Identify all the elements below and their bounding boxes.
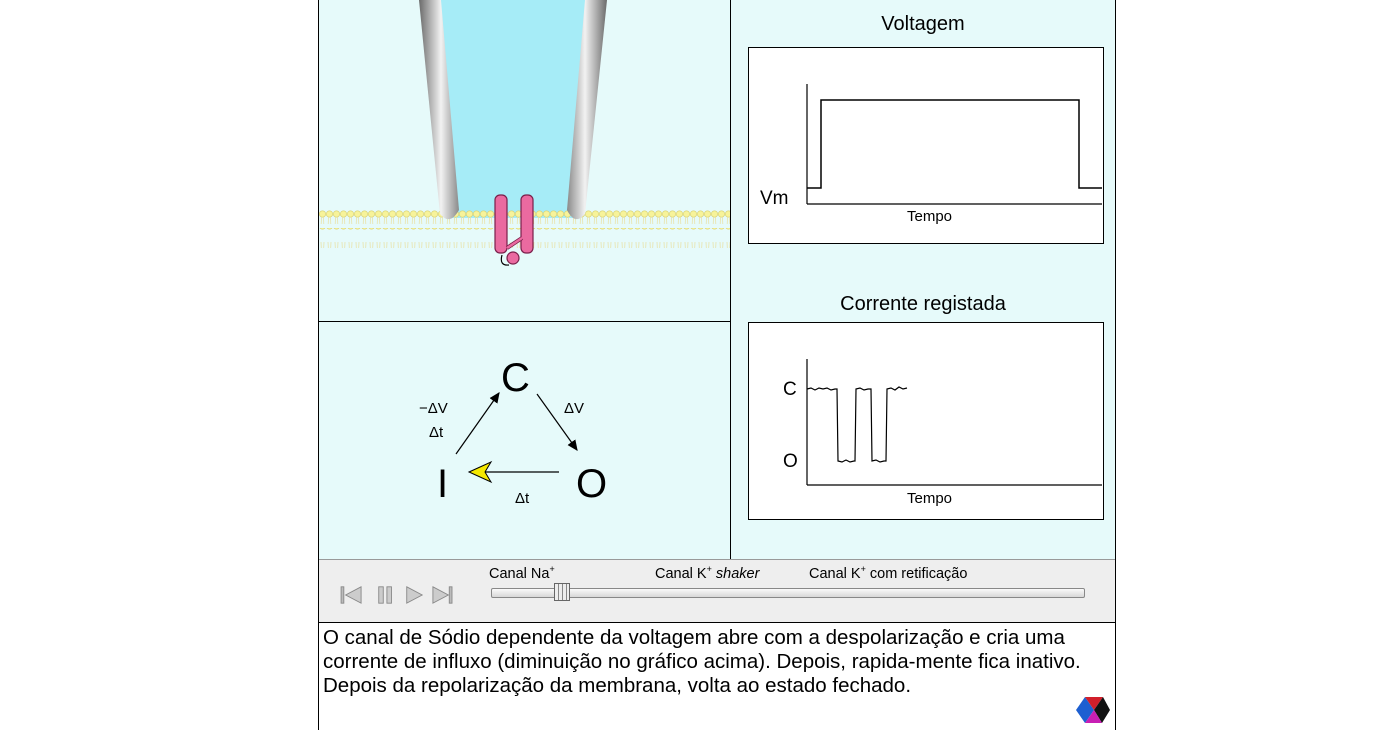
current-closed-label: C [783,379,797,400]
graphs-panel: Voltagem Vm Tempo Corrente registada C O… [731,0,1115,559]
playback-controls: Canal Na+ Canal K+ shaker Canal K+ com r… [319,559,1115,623]
play-icon[interactable] [403,585,425,605]
patch-clamp-illustration [319,0,730,266]
label-i-to-c-voltage: −ΔV [419,400,448,417]
pipette-wall-right [567,0,607,220]
voltage-y-label: Vm [760,188,789,209]
active-transition-arrowhead-icon [467,460,493,484]
caption-area: O canal de Sódio dependente da voltagem … [319,623,1115,730]
voltage-graph-title: Voltagem [881,13,965,35]
pipette-solution [431,0,595,218]
membrane-panel [319,0,731,322]
state-arrows [455,392,578,484]
current-graph-title: Corrente registada [840,293,1006,315]
skip-forward-icon[interactable] [429,585,455,605]
slider-label-rectifier[interactable]: Canal K+ com retificação [809,564,968,582]
label-c-to-o: ΔV [564,400,585,417]
caption-text: O canal de Sódio dependente da voltagem … [323,626,1081,697]
current-open-label: O [783,451,798,472]
pipette-wall-left [419,0,459,220]
state-inactive: I [437,462,449,506]
scenario-slider-track[interactable] [491,588,1085,598]
arrow-c-to-o [536,393,578,451]
pause-icon[interactable] [375,585,397,605]
arrow-i-to-c [455,392,500,455]
sodium-channel-icon [494,194,534,266]
label-i-to-c-time: Δt [429,424,444,441]
current-trace [806,359,1102,486]
state-diagram-panel: C O I ΔV −ΔV Δt Δt [319,322,731,559]
current-x-label: Tempo [907,490,953,507]
scenario-slider-thumb[interactable] [554,583,571,601]
publisher-logo-icon [1076,697,1110,723]
slider-label-sodium[interactable]: Canal Na+ [489,564,555,582]
animation-window: C O I ΔV −ΔV Δt Δt Voltagem Vm Tempo Cor… [318,0,1116,730]
label-o-to-i: Δt [515,490,530,507]
current-graph: C O Tempo [748,322,1104,520]
state-closed: C [501,356,530,400]
slider-label-shaker[interactable]: Canal K+ shaker [655,564,760,582]
voltage-x-label: Tempo [907,208,953,225]
voltage-trace [806,84,1102,205]
skip-back-icon[interactable] [339,585,365,605]
voltage-graph: Vm Tempo [748,47,1104,244]
state-open: O [576,462,608,506]
